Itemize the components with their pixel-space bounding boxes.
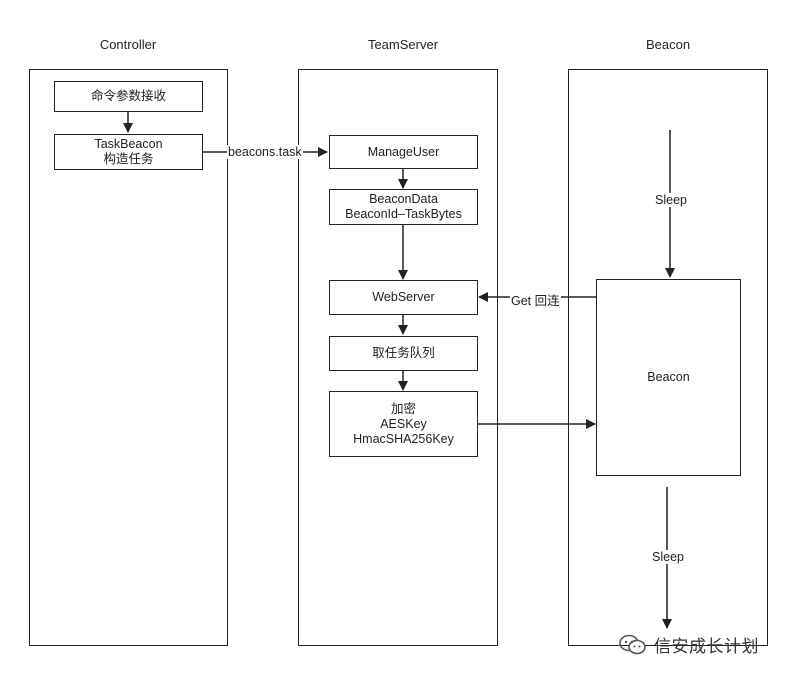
command-params-box: 命令参数接收	[54, 81, 203, 112]
aes-key-label: AESKey	[380, 416, 427, 431]
beacon-box: Beacon	[596, 279, 741, 476]
encrypt-label: 加密	[390, 401, 416, 416]
build-task-label: 构造任务	[103, 152, 154, 166]
beacon-data-box: BeaconData BeaconId–TaskBytes	[329, 189, 478, 225]
beacon-id-taskbytes-label: BeaconId–TaskBytes	[345, 207, 462, 221]
encrypt-box: 加密 AESKey HmacSHA256Key	[329, 391, 478, 457]
command-params-label: 命令参数接收	[90, 89, 166, 103]
controller-lane-title: Controller	[99, 37, 157, 52]
get-callback-edge-label: Get 回连	[510, 290, 561, 309]
beacon-lane-title: Beacon	[645, 37, 691, 52]
web-server-box: WebServer	[329, 280, 478, 315]
task-beacon-box: TaskBeacon 构造任务	[54, 134, 203, 170]
task-queue-box: 取任务队列	[329, 336, 478, 371]
task-queue-label: 取任务队列	[372, 346, 435, 360]
beacons-task-edge-label: beacons.task	[227, 145, 303, 159]
beacon-data-label: BeaconData	[369, 192, 438, 206]
teamserver-lane	[298, 69, 498, 646]
watermark: 信安成长计划	[618, 632, 759, 657]
manage-user-label: ManageUser	[367, 144, 440, 159]
sleep-top-label: Sleep	[654, 193, 688, 207]
web-server-label: WebServer	[372, 290, 435, 304]
task-beacon-label: TaskBeacon	[94, 137, 163, 151]
watermark-text: 信安成长计划	[654, 637, 759, 656]
controller-lane	[29, 69, 228, 646]
beacon-lane	[568, 69, 768, 646]
beacon-box-label: Beacon	[647, 370, 690, 384]
sleep-bottom-label: Sleep	[651, 550, 685, 564]
manage-user-box: ManageUser	[329, 135, 478, 169]
wechat-icon	[619, 634, 646, 654]
teamserver-lane-title: TeamServer	[367, 37, 439, 52]
hmac-key-label: HmacSHA256Key	[353, 431, 454, 446]
